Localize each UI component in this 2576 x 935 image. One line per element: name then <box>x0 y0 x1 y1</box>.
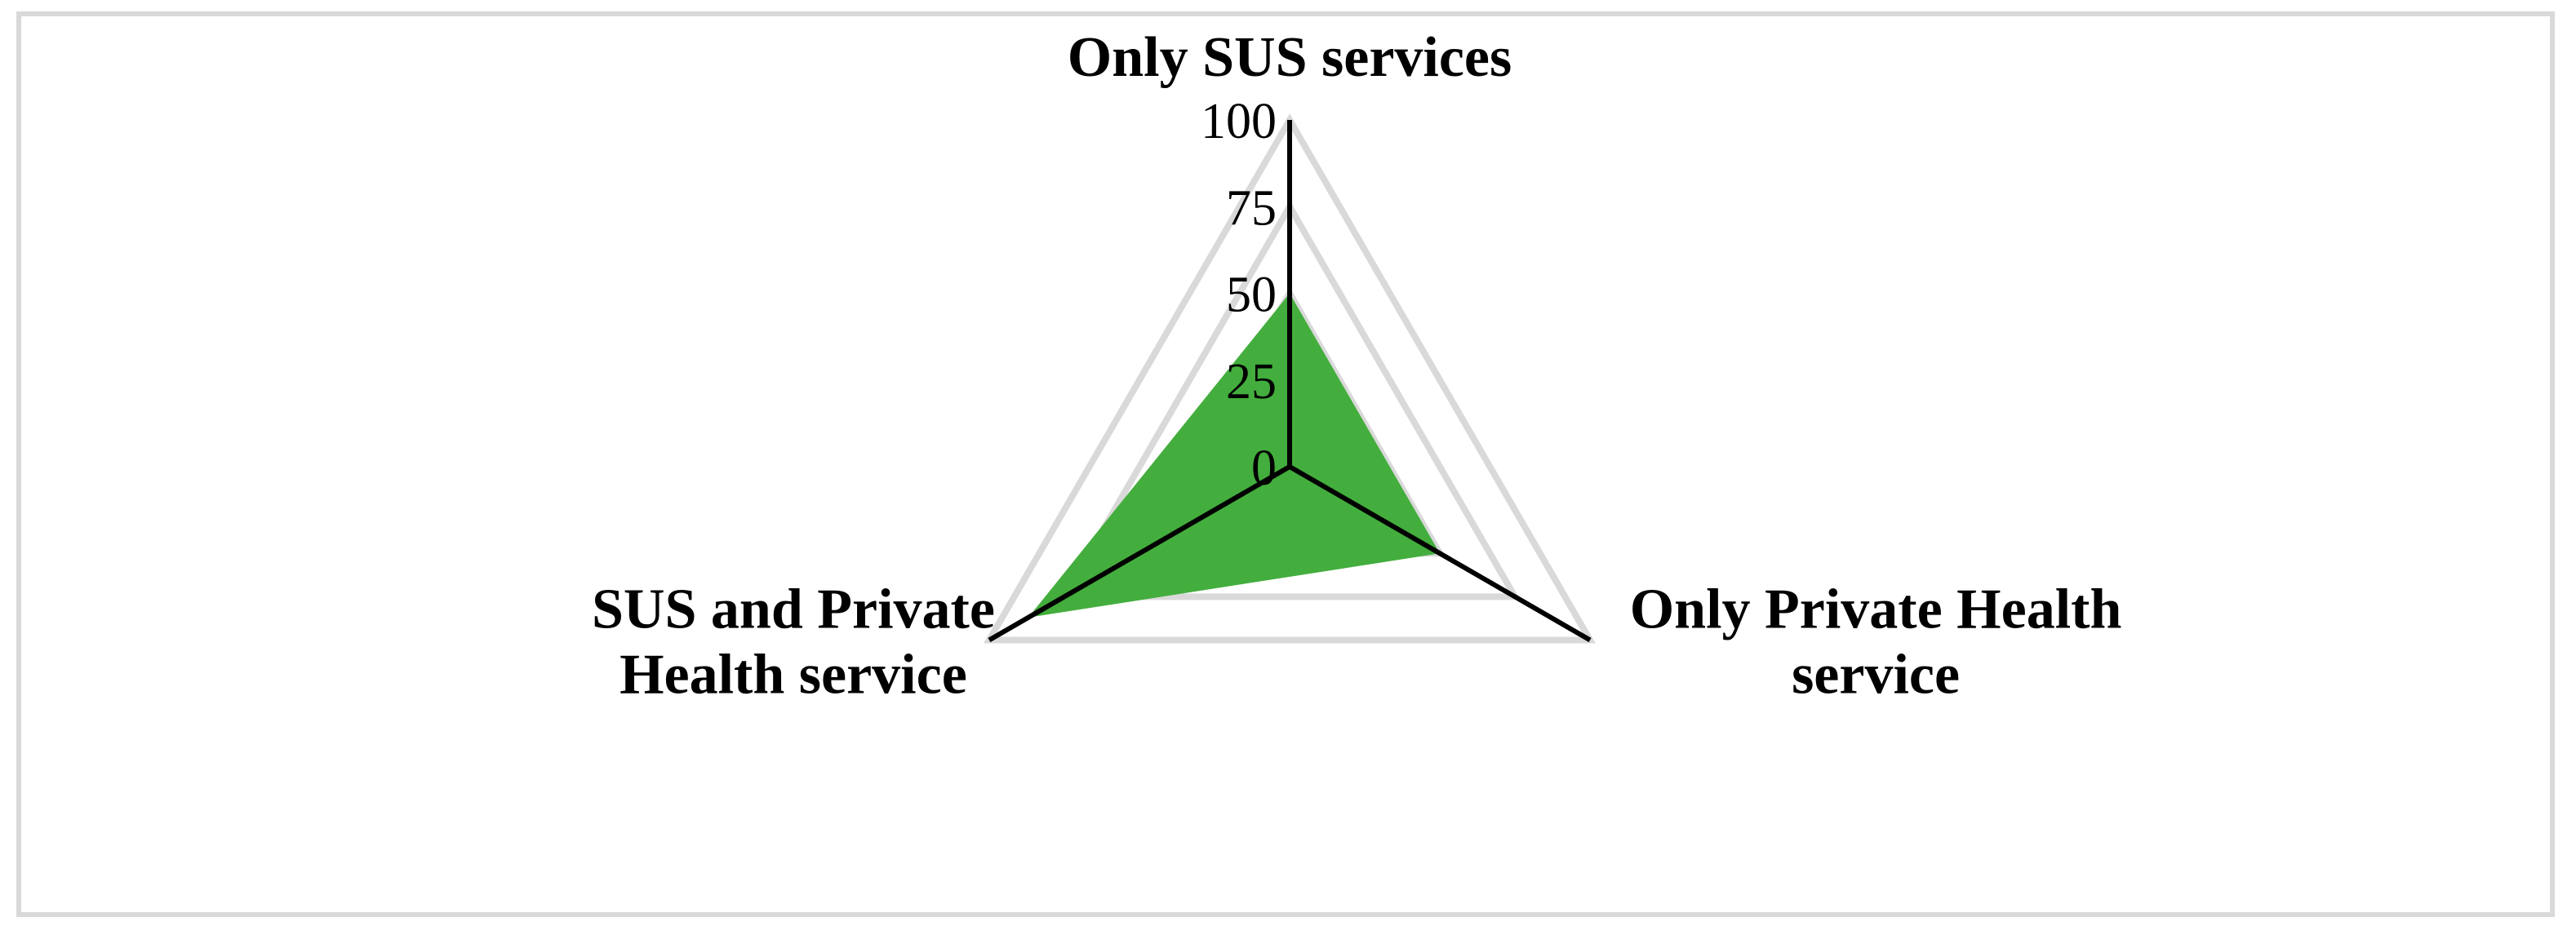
axis-spoke-2 <box>988 464 1291 643</box>
category-label-0-line-0: Only SUS services <box>1068 26 1512 89</box>
axis-layer <box>988 120 1592 643</box>
tick-labels: 0 25 50 75 100 <box>1201 94 1277 496</box>
category-label-1-line-0: Only Private Health <box>1630 578 2122 641</box>
tick-label-75: 75 <box>1226 180 1277 236</box>
series-layer <box>1028 293 1441 618</box>
grid-ring-100 <box>984 113 1596 644</box>
category-label-2-line-0: SUS and Private <box>592 578 995 641</box>
axis-spoke-1 <box>1288 464 1592 643</box>
category-label-2-line-1: Health service <box>620 644 967 707</box>
tick-label-0: 0 <box>1251 441 1277 496</box>
tick-label-100: 100 <box>1201 94 1277 149</box>
tick-label-50: 50 <box>1226 268 1277 323</box>
category-label-1-line-1: service <box>1792 644 1960 707</box>
tick-label-25: 25 <box>1226 354 1277 410</box>
series-area-0 <box>1028 293 1441 618</box>
grid-ring-75 <box>1059 200 1521 600</box>
category-label-0: Only SUS services <box>1068 26 1512 89</box>
